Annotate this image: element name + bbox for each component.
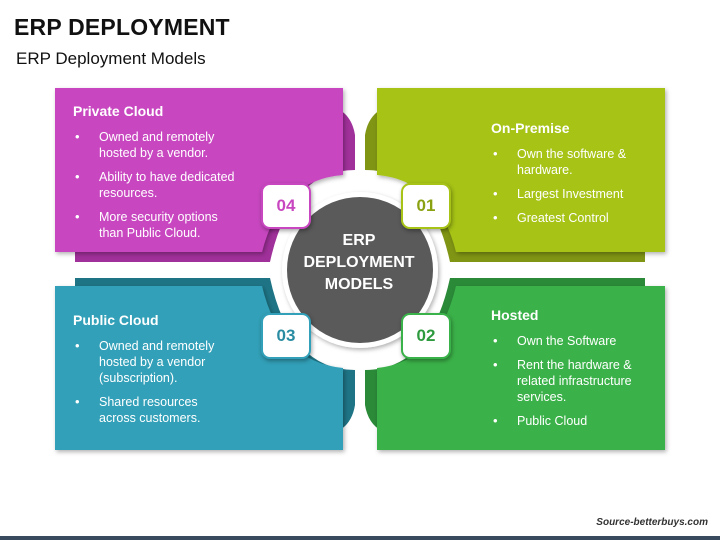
quadrant-title: Public Cloud	[73, 312, 159, 328]
number-badge-02: 02	[401, 313, 451, 359]
center-circle	[287, 197, 433, 343]
quadrant-title: On-Premise	[491, 120, 570, 136]
list-item: Rent the hardware & related infrastructu…	[491, 357, 647, 405]
list-item: Ability to have dedicated resources.	[73, 169, 249, 201]
number-badge-03: 03	[261, 313, 311, 359]
number-badge-01: 01	[401, 183, 451, 229]
quadrant-title: Private Cloud	[73, 103, 164, 119]
list-item: Greatest Control	[491, 210, 651, 226]
bottom-bar	[0, 536, 720, 540]
list-item: Own the Software	[491, 333, 656, 349]
list-item: Largest Investment	[491, 186, 651, 202]
page-subtitle: ERP Deployment Models	[16, 49, 206, 68]
quadrant-public-cloud: Public Cloud Owned and remotely hosted b…	[73, 312, 263, 434]
center-label: ERP DEPLOYMENT MODELS	[303, 232, 415, 293]
list-item: Own the software & hardware.	[491, 146, 647, 178]
quadrant-on-premise: On-Premise Own the software & hardware. …	[491, 120, 651, 234]
list-item: Owned and remotely hosted by a vendor (s…	[73, 338, 229, 386]
quadrant-title: Hosted	[491, 307, 539, 323]
list-item: Shared resources across customers.	[73, 394, 219, 426]
quadrant-hosted: Hosted Own the Software Rent the hardwar…	[491, 307, 656, 437]
quadrant-private-cloud: Private Cloud Owned and remotely hosted …	[73, 103, 263, 249]
list-item: More security options than Public Cloud.	[73, 209, 239, 241]
list-item: Owned and remotely hosted by a vendor.	[73, 129, 229, 161]
page-title: ERP DEPLOYMENT	[14, 14, 230, 40]
number-badge-04: 04	[261, 183, 311, 229]
source-credit: Source-betterbuys.com	[596, 517, 708, 528]
list-item: Public Cloud	[491, 413, 656, 429]
